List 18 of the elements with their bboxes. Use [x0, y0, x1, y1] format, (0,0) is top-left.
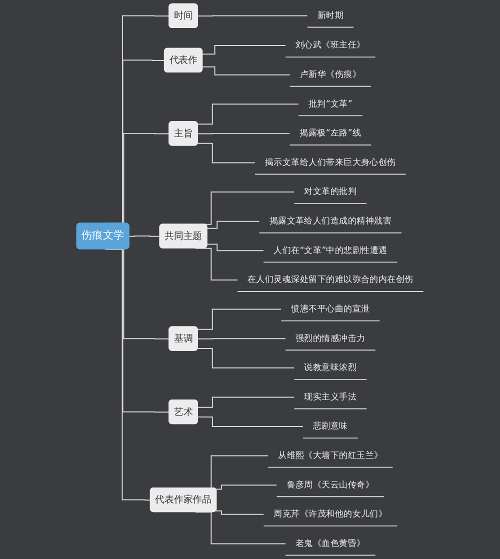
connector: [215, 510, 264, 515]
connector: [197, 416, 304, 427]
connector: [195, 512, 286, 544]
connector: [202, 66, 290, 76]
connector: [128, 236, 160, 237]
connector: [104, 248, 152, 501]
connector: [206, 220, 260, 229]
connector: [202, 45, 286, 55]
connector: [215, 484, 278, 490]
connector: [197, 348, 295, 368]
connector: [197, 338, 286, 340]
connector: [197, 142, 256, 164]
connector: [197, 104, 299, 125]
connector: [197, 396, 295, 408]
connector: [197, 132, 290, 134]
connector: [197, 15, 308, 17]
connector: [206, 244, 264, 252]
connector: [197, 308, 282, 330]
